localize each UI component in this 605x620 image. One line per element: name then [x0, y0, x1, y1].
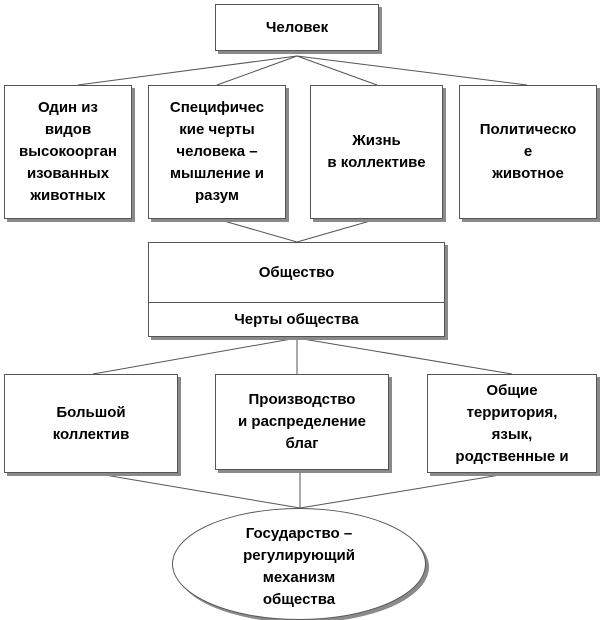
connector-row2-to-oval-1	[92, 472, 301, 509]
connector-society-to-row2-1	[92, 337, 298, 375]
node-row1-4: Политическо е животное	[459, 85, 597, 219]
node-row1-3: Жизнь в коллективе	[310, 85, 443, 219]
connector-society-to-row2-3	[296, 337, 513, 375]
node-row1-3-label: Жизнь в коллективе	[327, 132, 426, 171]
node-row1-1: Один из видов высокоорган изованных живо…	[4, 85, 132, 219]
node-state: Государство – регулирующий механизм обще…	[172, 508, 426, 620]
node-row2-1-label: Большой коллектив	[52, 403, 130, 443]
node-society-title: Общество	[258, 263, 335, 281]
node-row2-1: Большой коллектив	[4, 374, 178, 473]
connector-top-to-row1-2	[216, 55, 298, 86]
node-row1-2: Специфичес кие черты человека – мышление…	[148, 85, 286, 219]
node-society-subtitle: Черты общества	[234, 310, 359, 328]
node-society-title-cell: Общество	[149, 243, 444, 302]
diagram-canvas: Человек Один из видов высокоорган изован…	[4, 4, 597, 620]
node-human: Человек	[215, 4, 379, 51]
connector-top-to-row1-4	[296, 55, 528, 86]
node-row1-1-label: Один из видов высокоорган изованных живо…	[19, 99, 117, 204]
node-society: Общество Черты общества	[148, 242, 445, 337]
connector-row1-to-society-2	[296, 218, 378, 243]
node-state-label: Государство – регулирующий механизм обще…	[243, 525, 355, 608]
node-row2-3: Общие территория, язык, родственные и	[427, 374, 597, 473]
connector-lines	[77, 55, 528, 509]
node-human-label: Человек	[265, 18, 329, 36]
connector-row2-to-oval-3	[299, 472, 513, 509]
node-row2-2-label: Производство и распределение благ	[238, 391, 366, 452]
node-row1-2-label: Специфичес кие черты человека – мышление…	[169, 99, 265, 204]
node-row1-4-label: Политическо е животное	[479, 121, 577, 182]
connector-top-to-row1-3	[296, 55, 378, 86]
node-row2-3-label: Общие территория, язык, родственные и	[455, 381, 569, 465]
node-row2-2: Производство и распределение благ	[215, 374, 389, 470]
node-society-divider	[149, 302, 444, 303]
node-society-subtitle-cell: Черты общества	[149, 303, 444, 336]
connector-row1-to-society-1	[216, 218, 298, 243]
connector-top-to-row1-1	[77, 55, 298, 86]
